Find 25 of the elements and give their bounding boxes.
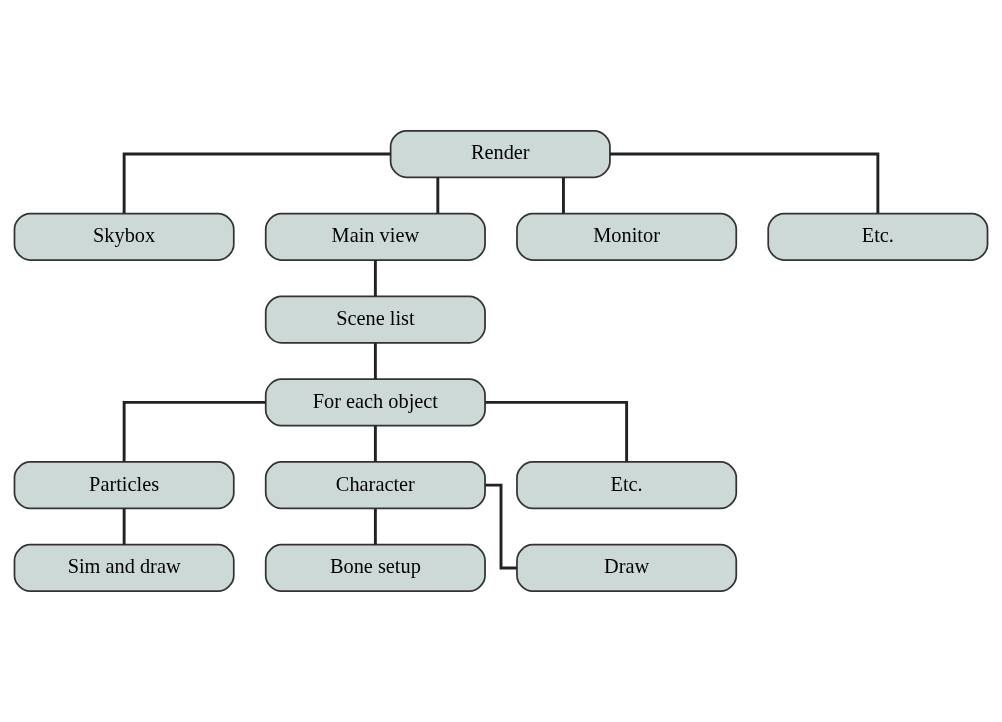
connector — [373, 425, 377, 462]
node-box: Sim and draw — [13, 543, 235, 593]
node-box: Etc. — [767, 212, 989, 261]
connector — [373, 260, 377, 297]
node-box: Scene list — [264, 295, 486, 344]
connector — [373, 508, 377, 545]
connector — [122, 152, 391, 214]
node-box: Monitor — [516, 212, 738, 261]
node-box: Bone setup — [264, 543, 486, 593]
connector — [485, 483, 517, 570]
connector — [122, 400, 266, 462]
connector — [373, 343, 377, 380]
connector — [562, 177, 565, 214]
node-box: Character — [264, 461, 486, 510]
node-box: For each object — [264, 378, 486, 427]
node-box: Main view — [264, 212, 486, 261]
connector — [485, 400, 629, 462]
node-box: Skybox — [13, 212, 235, 261]
connector — [122, 508, 126, 545]
node-box: Draw — [516, 543, 738, 593]
node-box: Render — [389, 129, 611, 179]
connector — [436, 177, 440, 214]
node-box: Particles — [13, 461, 235, 510]
node-box: Etc. — [516, 461, 738, 510]
connector — [610, 152, 880, 214]
